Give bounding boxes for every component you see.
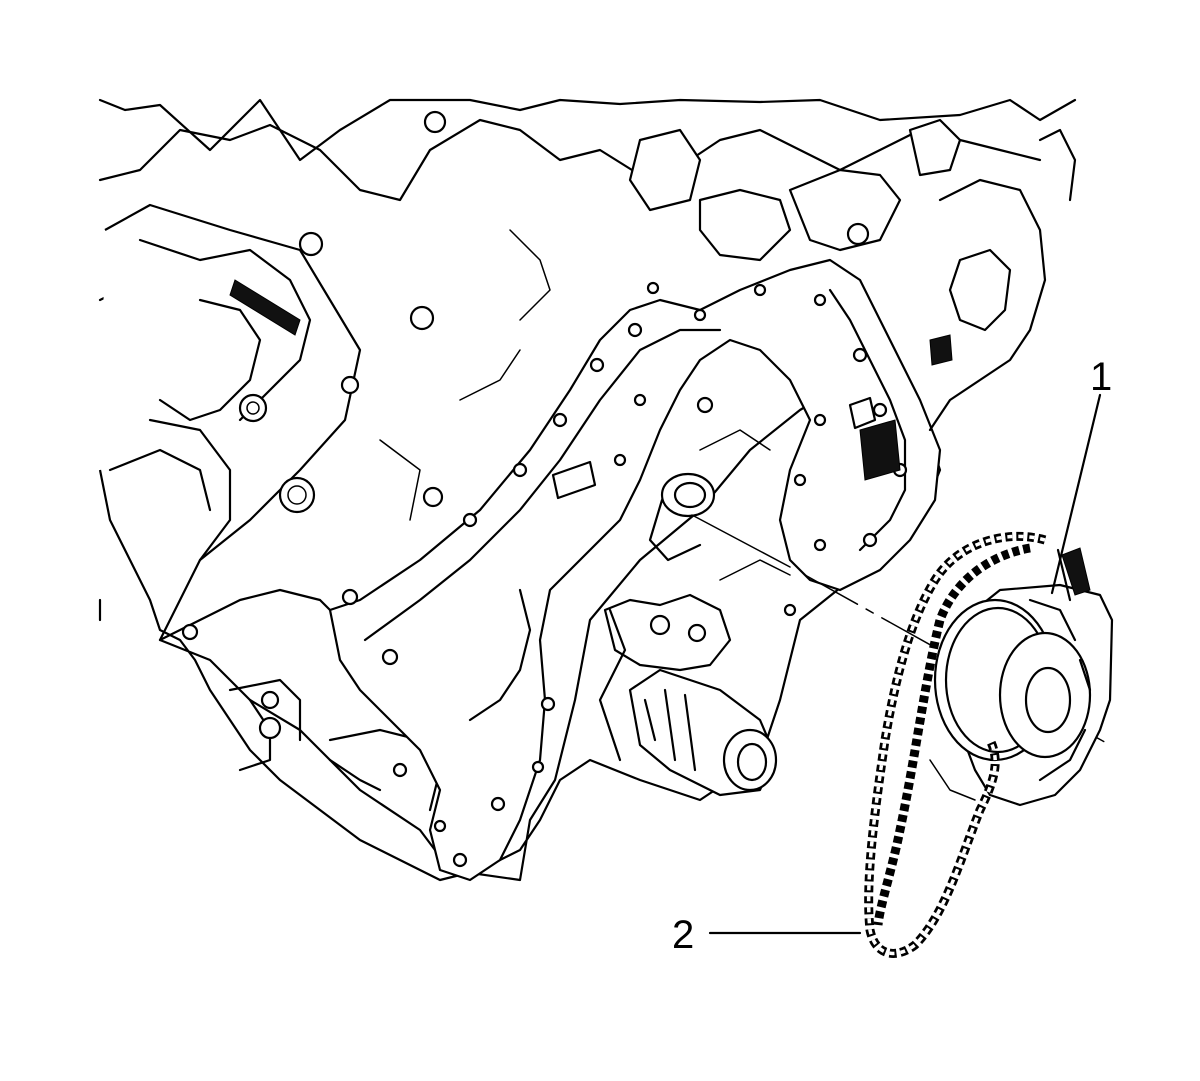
callout-1-label: 1	[1090, 355, 1112, 399]
cover-bolt-holes	[341, 281, 908, 868]
callout-2: 2	[672, 913, 862, 957]
chain-tensioner	[598, 593, 778, 797]
callout-1: 1	[1050, 355, 1112, 595]
crankshaft-sprocket	[933, 547, 1114, 807]
hex-bolts	[181, 110, 447, 710]
crankshaft-seal	[648, 472, 716, 562]
callout-2-label: 2	[672, 913, 694, 957]
sensors	[628, 118, 962, 262]
engine-block	[98, 98, 1077, 882]
timing-chain	[864, 531, 1047, 958]
